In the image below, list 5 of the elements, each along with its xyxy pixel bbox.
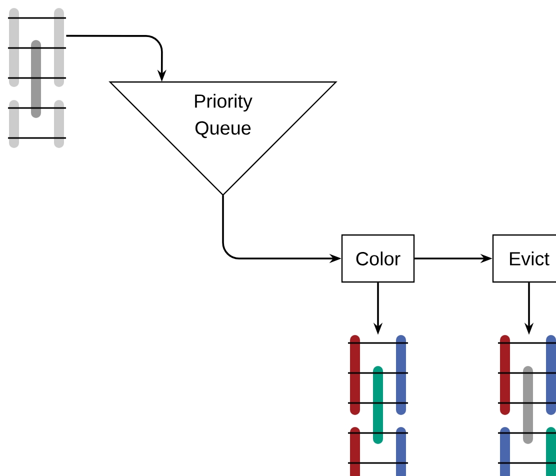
live-range-drawing — [498, 335, 556, 476]
process-box: Color — [341, 234, 415, 283]
live-range-drawing — [348, 335, 408, 476]
live-range-drawing — [8, 8, 66, 148]
process-box: Evict — [492, 234, 556, 283]
